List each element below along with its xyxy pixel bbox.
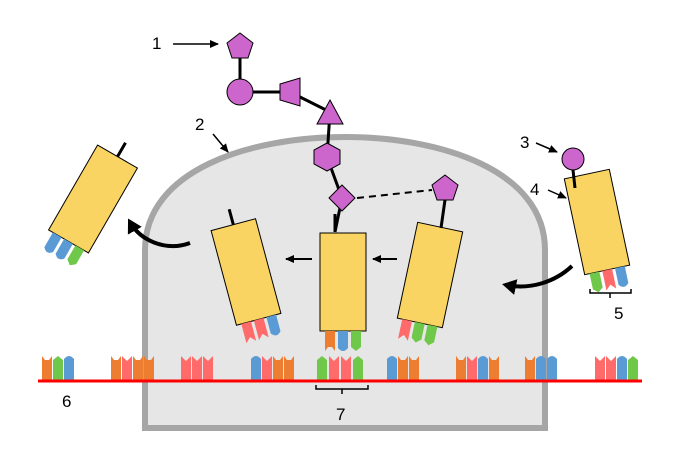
trna-a-stem <box>439 199 447 229</box>
codon-base-blue <box>547 356 557 380</box>
codon-base-orange <box>111 356 121 380</box>
label-7: 7 <box>336 405 346 424</box>
anticodon-base-blue <box>338 331 348 351</box>
label-4: 4 <box>530 180 540 199</box>
codon-base-orange <box>489 356 499 380</box>
codon-base-orange <box>42 356 52 380</box>
trna-body <box>210 218 282 326</box>
sugar-hexagon <box>313 142 341 172</box>
label-5: 5 <box>614 304 624 323</box>
trna-e-site <box>210 208 282 344</box>
codon-base-green <box>53 356 63 380</box>
sugar-triangle <box>316 98 344 125</box>
trna-stem <box>227 208 235 226</box>
codon-base-green <box>353 356 363 380</box>
anticodon-base-orange <box>325 331 335 351</box>
anticodon-base-green <box>411 321 425 343</box>
codon-base-red <box>262 356 272 380</box>
bond-dashed <box>356 189 433 199</box>
trna-body <box>47 144 139 254</box>
codon-base-red <box>192 356 202 380</box>
codon-base-green <box>317 356 327 380</box>
trna-stem <box>116 141 127 158</box>
codon-base-blue <box>387 356 397 380</box>
codon-base-orange <box>398 356 408 380</box>
sugar-circle <box>226 78 254 106</box>
codon-base-red <box>467 356 477 380</box>
label-1: 1 <box>152 34 162 53</box>
anticodon-base-green <box>351 331 361 351</box>
anticodon-base-red <box>398 319 412 341</box>
sugar-circle-free <box>561 147 585 171</box>
trna-incoming <box>563 168 631 293</box>
anticodon-base-blue <box>266 314 281 336</box>
anticodon-base-green <box>67 245 85 266</box>
codon-base-blue <box>536 356 546 380</box>
codon-base-blue <box>64 356 74 380</box>
anticodon-base-blue <box>615 266 629 287</box>
bracket-5 <box>589 289 632 298</box>
codon-base-orange <box>133 356 143 380</box>
codon-base-orange <box>409 356 419 380</box>
codon-base-red <box>122 356 132 380</box>
anticodon-base-blue <box>55 238 73 260</box>
arrow-exit <box>127 218 191 249</box>
codon-base-red <box>203 356 213 380</box>
arrow-enter <box>502 264 574 295</box>
anticodon-base-green <box>589 271 603 293</box>
sugar-pentagon-top <box>226 32 254 59</box>
sugar-diamond <box>328 184 356 212</box>
anticodon-base-red <box>602 268 617 291</box>
codon-base-blue <box>251 356 261 380</box>
trna-exiting <box>44 141 139 266</box>
pointer-2 <box>212 133 229 153</box>
label-2: 2 <box>195 115 205 134</box>
trna-in-stem <box>571 169 577 189</box>
codon-base-red <box>181 356 191 380</box>
codon-base-orange <box>144 356 154 380</box>
codon-base-red <box>595 356 605 380</box>
pointer-3 <box>535 142 558 153</box>
anticodon-base-green <box>424 324 438 346</box>
codon-base-red <box>341 356 351 380</box>
pointer-4 <box>547 189 567 199</box>
codon-base-blue <box>478 356 488 380</box>
codon-base-orange <box>284 356 294 380</box>
codon-base-orange <box>456 356 466 380</box>
label-3: 3 <box>520 133 530 152</box>
codon-base-orange <box>273 356 283 380</box>
codon-base-orange <box>525 356 535 380</box>
codon-base-red <box>329 356 339 380</box>
anticodon-base-blue <box>44 232 62 253</box>
trna-p-site <box>319 232 367 351</box>
mrna-bases <box>42 356 638 380</box>
codon-base-red <box>606 356 616 380</box>
codon-base-green <box>628 356 638 380</box>
sugar-trapezoid <box>279 77 301 107</box>
bracket-7 <box>315 385 369 394</box>
label-6: 6 <box>62 392 72 411</box>
codon-base-blue <box>617 356 627 380</box>
trna-body <box>319 232 367 332</box>
